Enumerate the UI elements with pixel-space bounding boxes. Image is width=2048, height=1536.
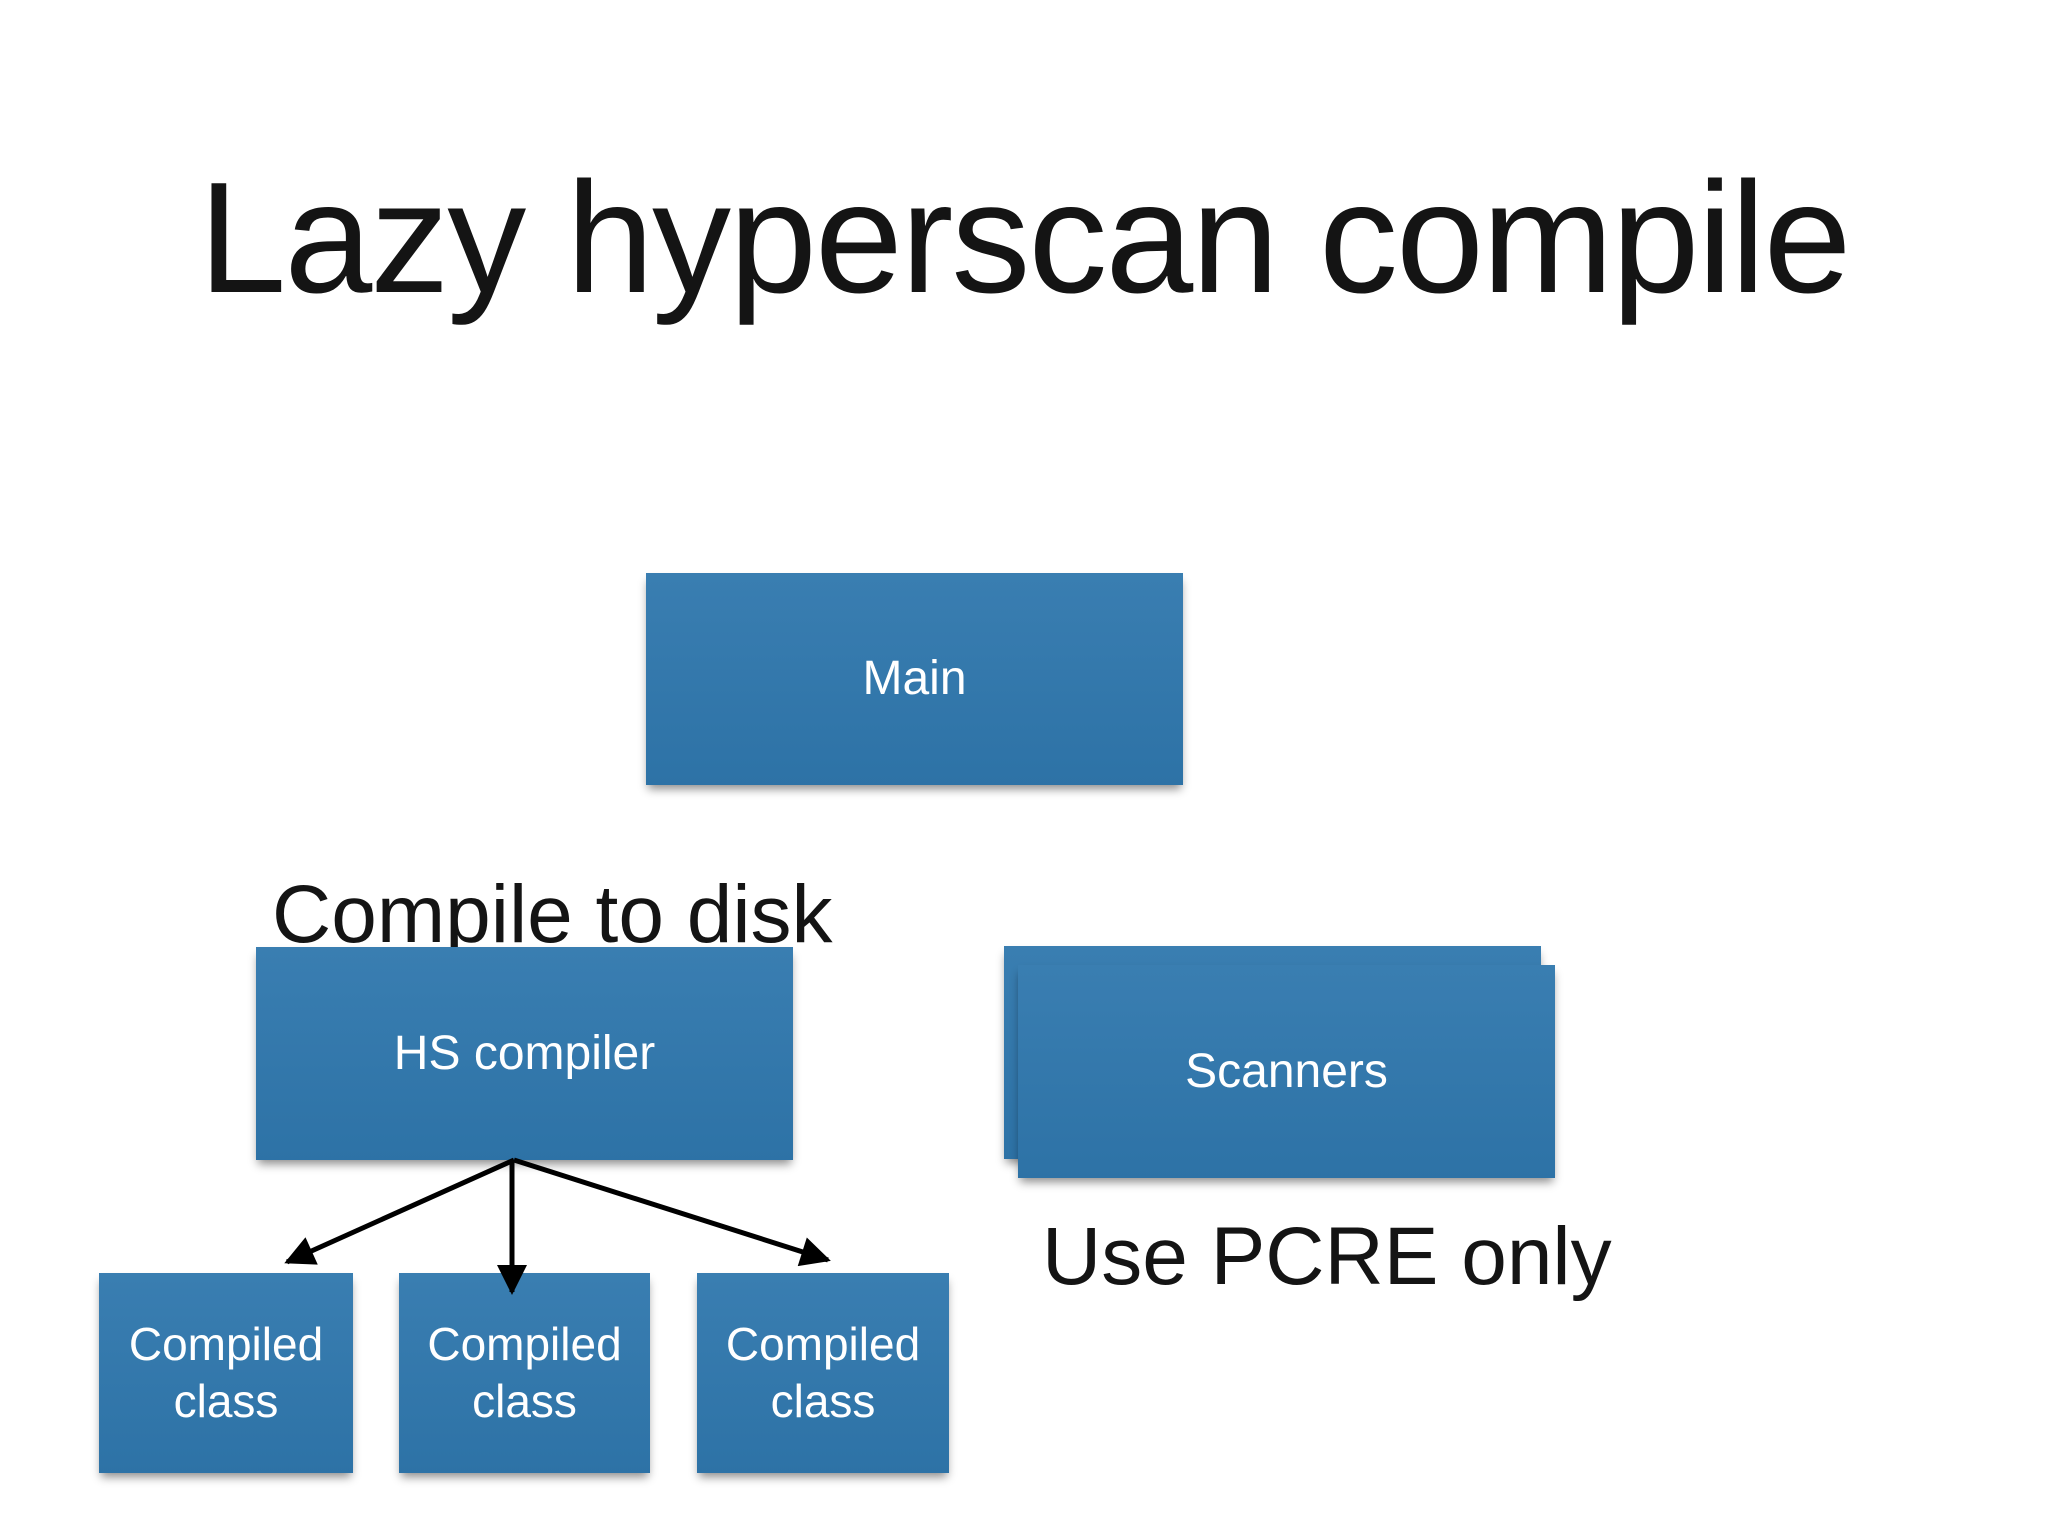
node-hs-compiler-label: HS compiler <box>393 1026 656 1080</box>
node-compiled-class-1: Compiled class <box>99 1273 353 1473</box>
annotation-compile-to-disk: Compile to disk <box>272 869 833 960</box>
slide-title: Lazy hyperscan compile <box>198 150 1852 326</box>
node-main-label: Main <box>862 652 967 705</box>
edge-hs-to-class-3 <box>513 1157 831 1267</box>
node-scanners-label: Scanners <box>1185 1044 1388 1098</box>
node-compiled-class-3-label: Compiled class <box>725 1317 921 1428</box>
node-compiled-class-2: Compiled class <box>399 1273 650 1473</box>
edge-hs-to-class-1 <box>284 1157 516 1265</box>
annotation-use-pcre-only: Use PCRE only <box>1042 1211 1612 1302</box>
node-compiled-class-2-label: Compiled class <box>427 1317 622 1428</box>
node-compiled-class-1-label: Compiled class <box>128 1317 324 1428</box>
node-main: Main <box>646 573 1183 785</box>
node-scanners: Scanners <box>1018 965 1555 1178</box>
node-hs-compiler: HS compiler <box>256 947 793 1160</box>
node-compiled-class-3: Compiled class <box>697 1273 949 1473</box>
